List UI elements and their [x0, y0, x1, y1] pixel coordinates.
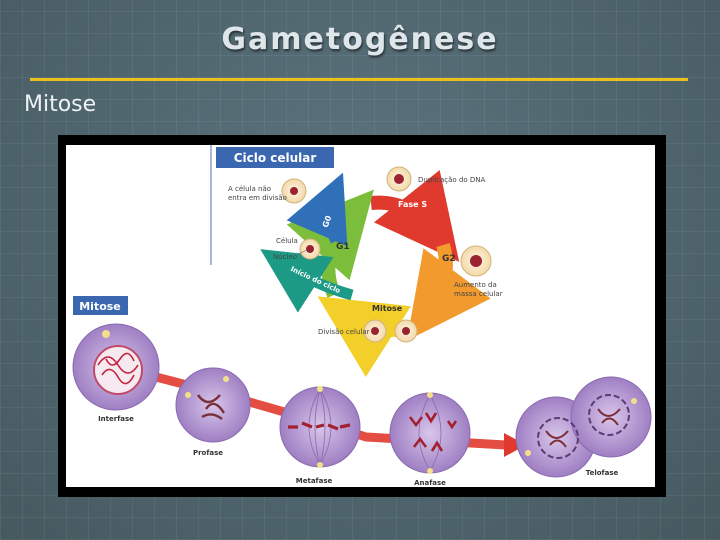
nucleus-pointer: [293, 249, 308, 257]
phase-s-label: Fase S: [398, 200, 427, 209]
phase-g1-label: G1: [336, 242, 350, 252]
arrow-cycle-start: [260, 249, 354, 313]
figure-frame: Ciclo celular Fase S G2 Mitose G1 G0 Iní…: [58, 135, 666, 497]
cell-g1-illustration: [299, 238, 321, 260]
stage-anafase-label: Anafase: [414, 479, 446, 487]
label-growth-1: Aumento da: [454, 281, 497, 289]
label-cell: Célula: [276, 237, 298, 245]
anafase-cell: [389, 392, 471, 474]
cell-g0-illustration: [281, 178, 307, 204]
label-not-dividing-2: entra em divisão: [228, 194, 287, 202]
cycle-heading-box: [216, 147, 334, 168]
title-divider: [30, 78, 688, 81]
mitosis-heading-box: [73, 296, 128, 315]
label-dna-duplication: Duplicação do DNA: [418, 176, 486, 184]
cell-g2-illustration: [460, 245, 492, 277]
slide-title: Gametogênese: [221, 22, 499, 57]
slide-subtitle: Mitose: [24, 92, 97, 117]
phase-g0-label: G0: [321, 214, 334, 229]
label-growth-2: massa celular: [454, 290, 503, 298]
cell-s-illustration: [386, 166, 412, 192]
mitosis-flow-arrowhead: [504, 433, 526, 457]
arrow-phase-g2: [406, 242, 491, 341]
arrow-phase-s: [370, 169, 460, 262]
stage-telofase-label: Telofase: [586, 469, 619, 477]
interfase-cell: [72, 323, 160, 411]
phase-g2-label: G2: [442, 254, 456, 264]
stage-profase-label: Profase: [193, 449, 223, 457]
label-nucleus: Núcleo: [273, 253, 297, 261]
telofase-cells: [515, 376, 652, 478]
arrow-phase-g0: [286, 172, 348, 247]
label-not-dividing-1: A célula não: [228, 185, 271, 193]
stage-interfase-label: Interfase: [98, 415, 134, 423]
cell-division-illustration: [363, 319, 418, 343]
stage-metafase-label: Metafase: [296, 477, 333, 485]
mitosis-diagram: Ciclo celular Fase S G2 Mitose G1 G0 Iní…: [66, 145, 655, 487]
metafase-cell: [279, 386, 361, 468]
phase-mitosis-label: Mitose: [372, 304, 403, 313]
profase-cell: [175, 367, 251, 443]
label-cell-division: Divisão celular: [318, 328, 370, 336]
cycle-heading: Ciclo celular: [234, 151, 317, 165]
mitosis-heading: Mitose: [79, 300, 121, 313]
